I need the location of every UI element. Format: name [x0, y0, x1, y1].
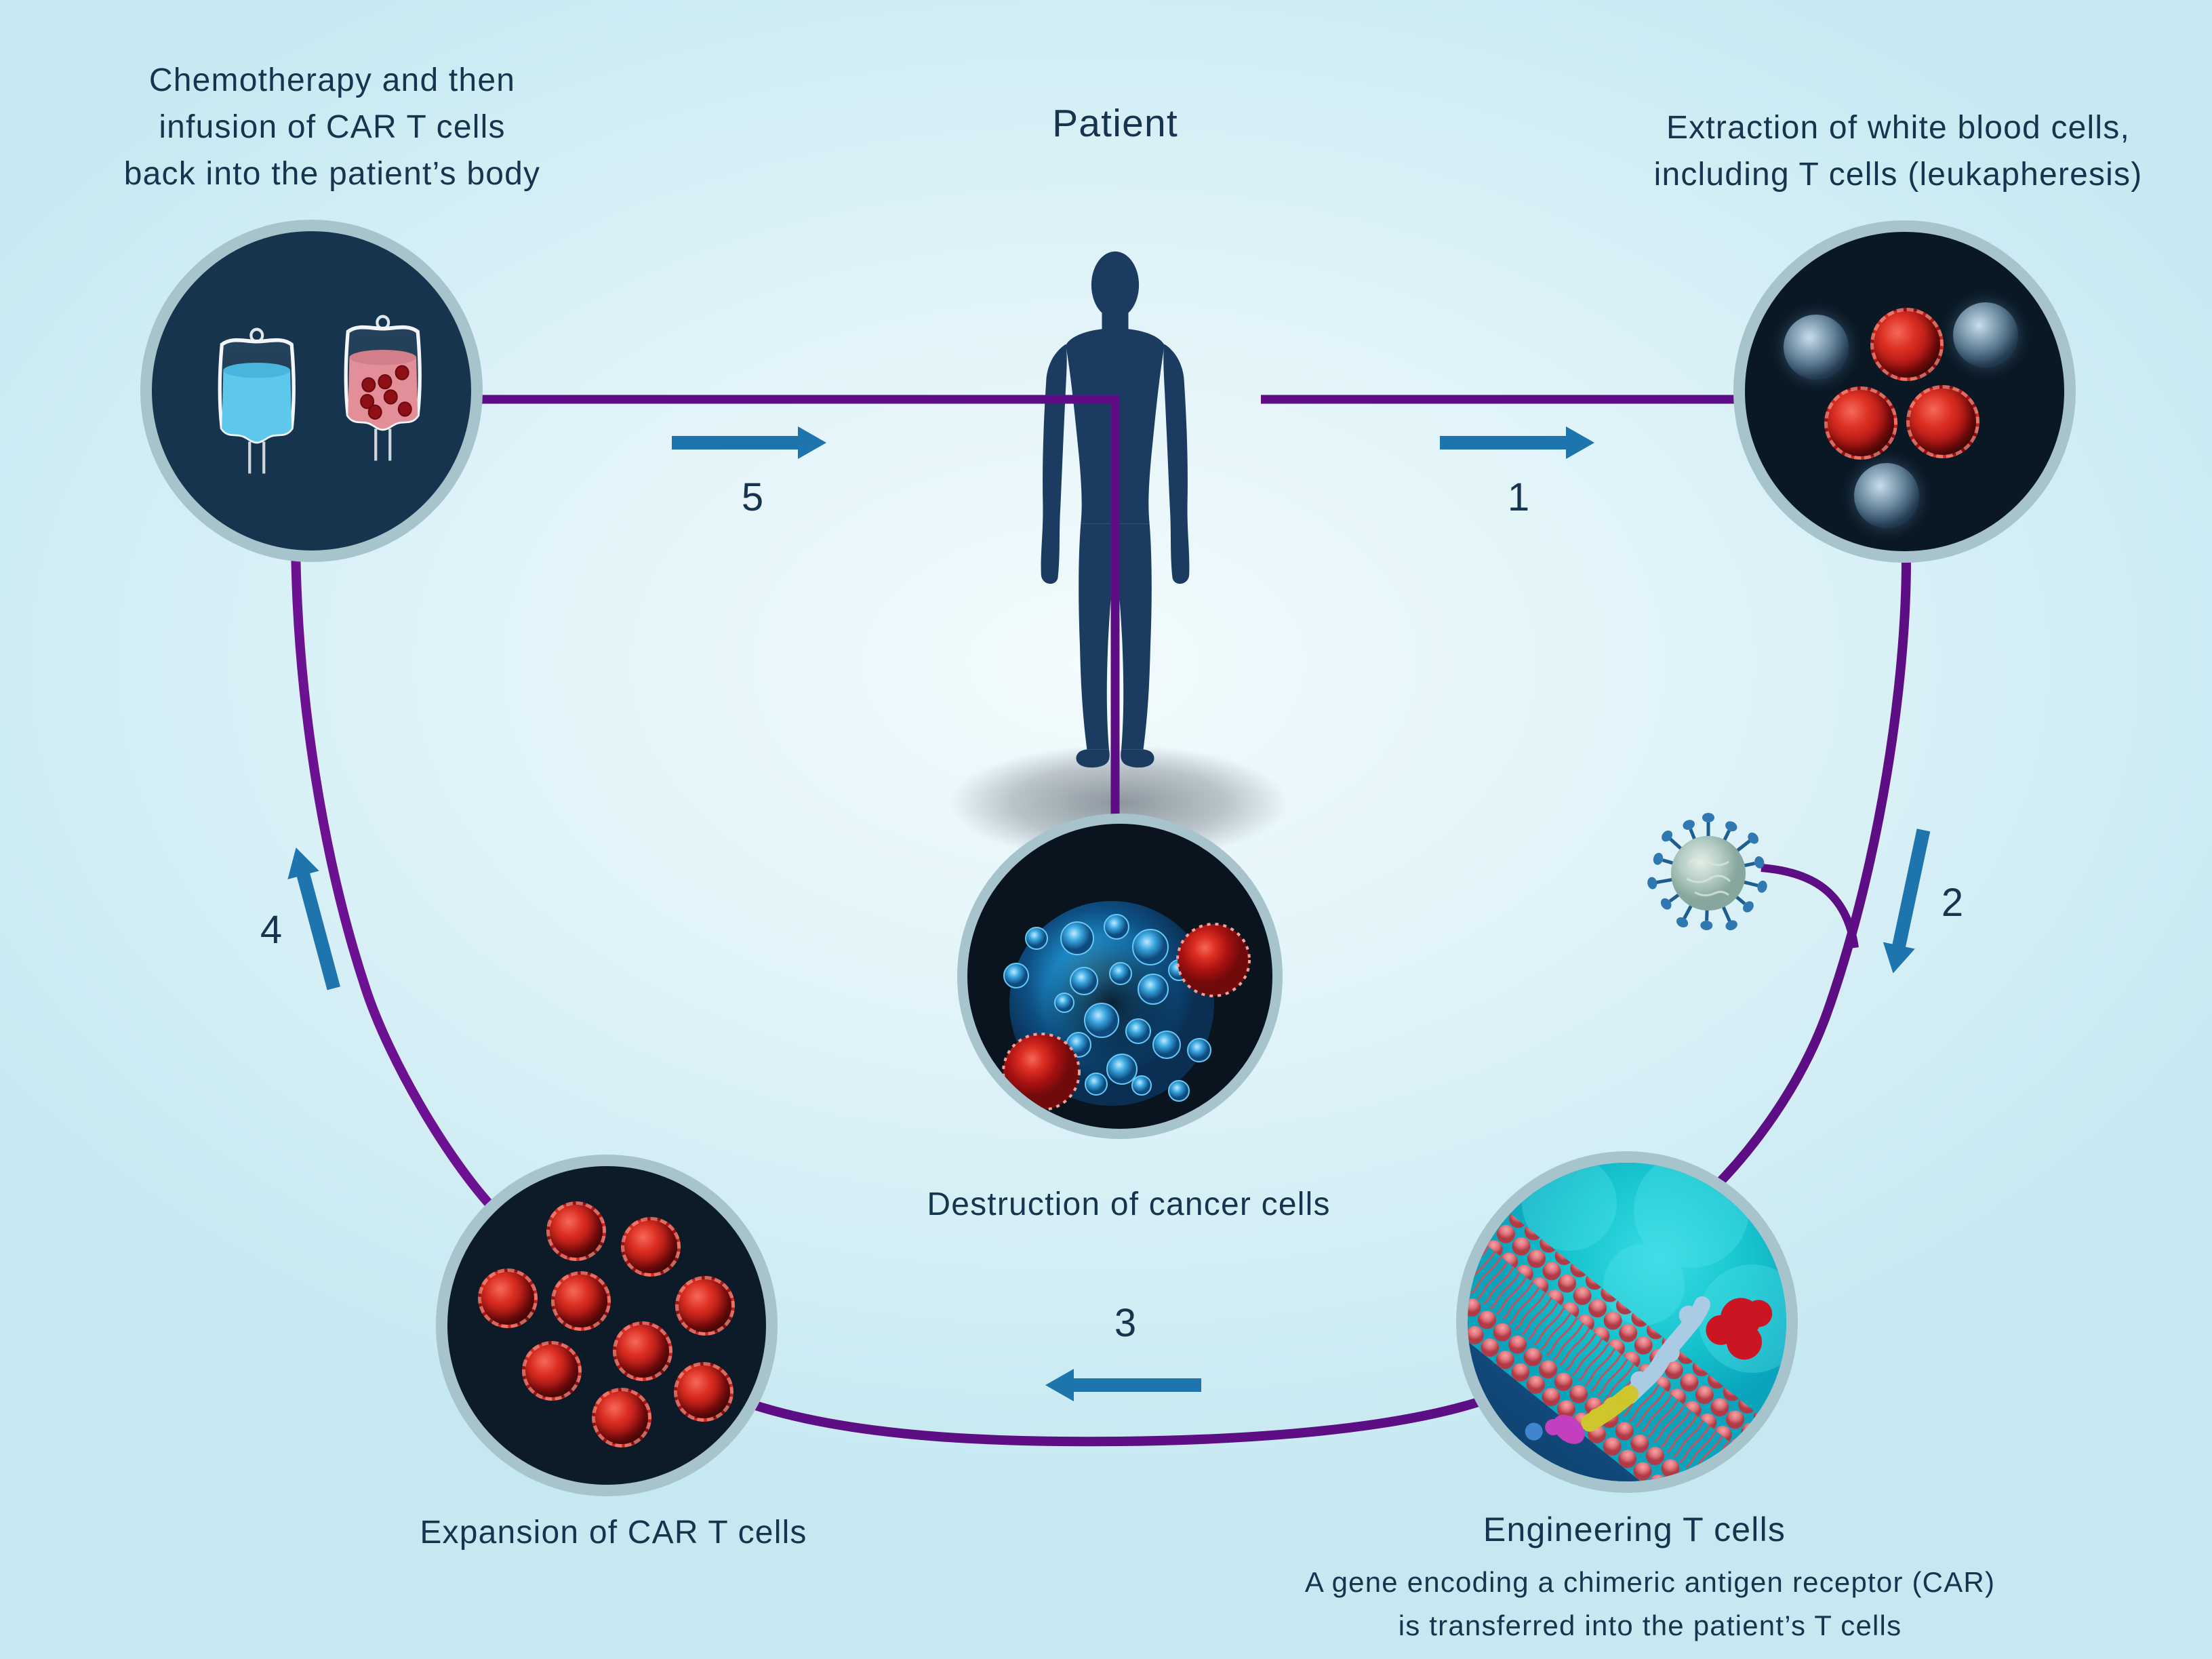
extraction-caption-line: including T cells (leukapheresis) — [1653, 157, 2143, 193]
step-5-arrow-icon — [672, 426, 826, 459]
path-infusion-to-patient — [475, 395, 1120, 824]
step-2-number: 2 — [1941, 881, 1964, 925]
path-virus-branch — [1761, 864, 1859, 948]
step-1-arrow-icon — [1440, 426, 1594, 459]
infusion-caption-line: infusion of CAR T cells — [159, 109, 506, 145]
white-blood-cells-icon — [1745, 232, 2064, 551]
infusion-caption-line: back into the patient’s body — [123, 156, 541, 192]
destruction-caption: Destruction of cancer cells — [927, 1186, 1331, 1222]
step-3-arrow-icon — [1045, 1369, 1201, 1401]
extraction-caption: Extraction of white blood cells, includi… — [1586, 104, 2210, 198]
expansion-node — [436, 1155, 778, 1496]
step-1-number: 1 — [1507, 475, 1530, 519]
attacking-car-t-cells — [1002, 923, 1251, 1111]
expansion-caption: Expansion of CAR T cells — [420, 1515, 807, 1551]
antigen-blob — [1706, 1298, 1773, 1360]
cancer-cell-icon — [1002, 901, 1251, 1111]
infusion-caption-line: Chemotherapy and then — [148, 62, 516, 98]
path-infusion-to-expansion — [291, 542, 499, 1214]
cell-membrane-receptor-icon — [1468, 1163, 1786, 1481]
engineering-subcaption-line: A gene encoding a chimeric antigen recep… — [1304, 1566, 1996, 1598]
destruction-node — [957, 814, 1283, 1139]
car-receptor — [1525, 1296, 1773, 1444]
car-t-cells-icon — [447, 1166, 766, 1485]
infusion-caption: Chemotherapy and then infusion of CAR T … — [27, 57, 637, 197]
engineering-caption: Engineering T cells — [1483, 1511, 1786, 1548]
iv-bags-icon — [218, 315, 422, 474]
engineering-subcaption: A gene encoding a chimeric antigen recep… — [1243, 1561, 2057, 1647]
infusion-node — [140, 220, 483, 562]
virus-spikes — [1647, 813, 1767, 931]
engineering-node — [1456, 1151, 1798, 1493]
path-extraction-to-engineering — [1695, 559, 1911, 1207]
engineering-subcaption-line: is transferred into the patient’s T cell… — [1398, 1610, 1902, 1641]
step-5-number: 5 — [741, 475, 764, 519]
step-3-number: 3 — [1114, 1301, 1137, 1345]
extraction-caption-line: Extraction of white blood cells, — [1666, 110, 2131, 146]
virus-vector-icon — [1647, 813, 1767, 931]
extraction-node — [1733, 220, 2076, 563]
chemo-bag-blue — [218, 327, 296, 474]
path-expansion-to-engineering — [747, 1395, 1487, 1447]
step-4-number: 4 — [260, 908, 283, 952]
patient-label: Patient — [1052, 102, 1178, 145]
patient-silhouette-icon — [1041, 251, 1190, 768]
car-t-bag-pink — [344, 315, 422, 461]
